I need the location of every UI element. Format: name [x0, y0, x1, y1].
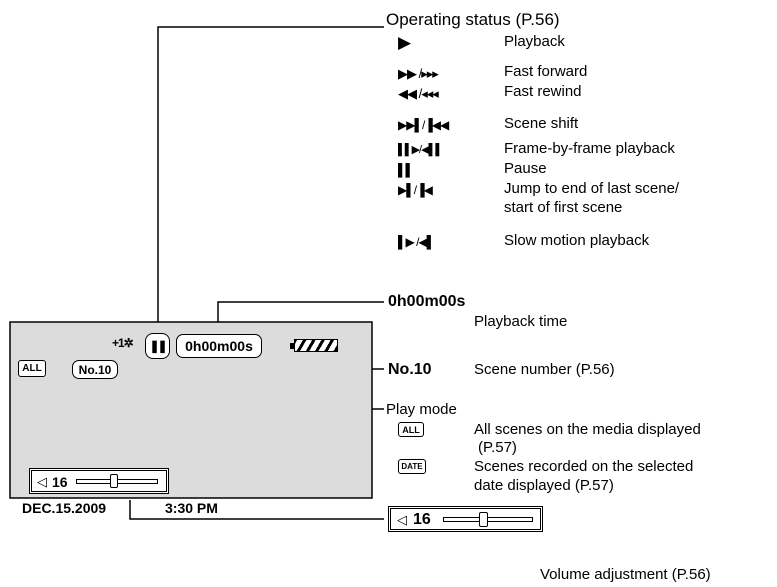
volume-value: 16: [52, 474, 68, 490]
fast-rewind-icon: ◀◀ /◂◂◂: [398, 86, 439, 101]
time-counter: 0h00m00s: [176, 334, 262, 358]
jump-label: Jump to end of last scene/: [504, 180, 680, 197]
scene-shift-label: Scene shift: [504, 115, 579, 132]
screen-date: DEC.15.2009: [22, 500, 107, 516]
volume-legend-speaker-icon: ◁: [397, 512, 407, 527]
playback-label: Playback: [504, 33, 565, 50]
volume-box: ◁ 16: [29, 468, 169, 494]
pause-legend-icon: ▌▌: [398, 163, 414, 177]
speaker-icon: ◁: [37, 474, 47, 489]
jump-label-cont: start of first scene: [504, 199, 623, 216]
pause-indicator: ❚❚: [145, 333, 170, 359]
scene-shift-icon: ▶▶▌/▐◀◀: [398, 118, 449, 132]
play-mode-all-badge: ALL: [18, 360, 46, 377]
playback-time-label: Playback time: [474, 313, 568, 330]
playback-icon: ▶: [398, 33, 411, 52]
slow-motion-label: Slow motion playback: [504, 232, 650, 249]
scene-number-value: No.10: [388, 361, 432, 378]
all-badge-icon: ALL: [398, 422, 424, 437]
date-badge-icon: DATE: [398, 459, 426, 474]
fast-rewind-label: Fast rewind: [504, 83, 582, 100]
volume-legend-knob: [479, 512, 488, 527]
operating-status-leader: [157, 26, 384, 330]
frame-by-frame-icon: ▌▌▶/◀▌▌: [398, 144, 443, 156]
slow-motion-icon: ▌▶ /◀▌: [398, 235, 435, 249]
volume-slider-knob: [110, 474, 118, 488]
date-scenes-label-cont: date displayed (P.57): [474, 477, 614, 494]
all-scenes-label: All scenes on the media displayed: [474, 421, 701, 438]
volume-legend-box: ◁ 16: [388, 506, 543, 532]
jump-icon: ▶▌/▐◀: [398, 183, 433, 197]
all-badge-text: ALL: [402, 424, 420, 435]
playback-time-value: 0h00m00s: [388, 293, 466, 310]
frame-by-frame-label: Frame-by-frame playback: [504, 140, 675, 157]
play-mode-badge-text: ALL: [22, 363, 42, 374]
scene-number-text: No.10: [78, 362, 112, 377]
fast-forward-label: Fast forward: [504, 63, 588, 80]
volume-label: Volume adjustment (P.56): [540, 566, 711, 583]
volume-legend-value: 16: [413, 511, 431, 528]
operating-status-title: Operating status (P.56): [386, 10, 560, 29]
battery-icon: [290, 339, 340, 353]
scene-number-label: Scene number (P.56): [474, 361, 615, 378]
pause-label: Pause: [504, 160, 547, 177]
fast-forward-icon: ▶▶ /▸▸▸: [398, 66, 439, 81]
time-counter-text: 0h00m00s: [185, 338, 253, 354]
play-mode-title: Play mode: [386, 401, 457, 418]
scene-number-box: No.10: [72, 360, 118, 379]
all-scenes-label-cont: (P.57): [478, 439, 517, 456]
date-scenes-label: Scenes recorded on the selected: [474, 458, 694, 475]
date-badge-text: DATE: [401, 462, 423, 471]
pause-icon: ❚❚: [149, 339, 167, 353]
volume-leader: [129, 500, 384, 520]
screen-clock: 3:30 PM: [165, 500, 218, 516]
fade-icon: +1✲: [112, 336, 134, 350]
volume-legend-track: [443, 517, 533, 522]
